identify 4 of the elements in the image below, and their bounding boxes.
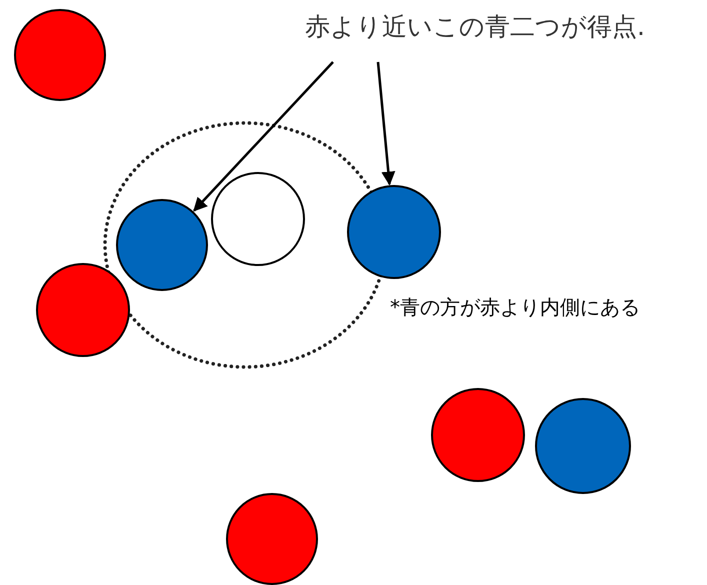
arrow bbox=[193, 61, 334, 212]
annotation-text: 赤より近いこの青二つが得点. bbox=[305, 11, 645, 43]
note-text: *青の方が赤より内側にある bbox=[390, 294, 640, 321]
arrow bbox=[376, 62, 396, 186]
